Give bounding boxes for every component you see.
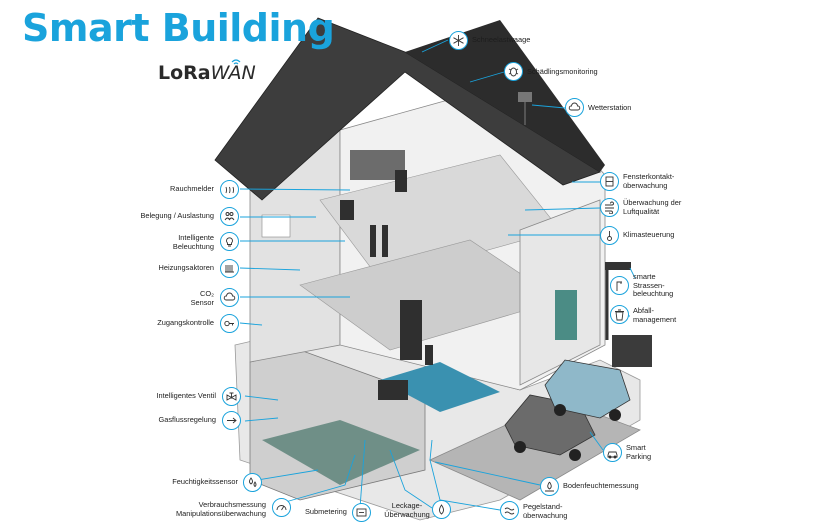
brand-text-a: LoRa [158, 62, 211, 84]
label-fensterkontakt: Fensterkontakt-überwachung [623, 172, 675, 190]
label-luftqualitaet-line1: Überwachung der [623, 198, 682, 207]
kitchen-cabinet [555, 290, 577, 340]
roof [214, 17, 601, 201]
people-icon [220, 207, 239, 226]
label-beleuchtung-line1: Intelligente [178, 233, 214, 242]
label-strassen-line2: Strassen- [633, 280, 665, 290]
label-strassen-line3: beleuchtung [633, 289, 674, 299]
roof-right [405, 20, 605, 172]
side-window [261, 214, 291, 238]
label-strassen-line1: smarte [633, 272, 656, 281]
lorawan-logo: LoRaWAN [158, 62, 256, 84]
label-zugangskontrolle: Zugangskontrolle [157, 318, 214, 327]
label-submetering: Submetering [305, 507, 347, 516]
co2-icon [220, 288, 239, 307]
label-gasflussregelung: Gasflussregelung [158, 415, 216, 424]
window-icon [600, 172, 619, 191]
air-quality-icon [600, 198, 619, 217]
label-pegelstand-line2: überwachung [523, 510, 568, 520]
parking-icon [603, 443, 622, 462]
meter-icon [352, 503, 371, 522]
gauge-icon [272, 498, 291, 517]
label-schneelastwaage: Schneelastwaage [472, 35, 531, 44]
label-leckage-line2: Überwachung [384, 509, 430, 519]
key-icon [220, 314, 239, 333]
bug-icon [504, 62, 523, 81]
waste-bins [612, 335, 652, 367]
street-light-icon [610, 276, 629, 295]
label-belegung: Belegung / Auslastung [140, 211, 214, 220]
thermometer-icon [600, 226, 619, 245]
light-bulb-icon [220, 232, 239, 251]
valve-icon [222, 387, 241, 406]
rug [380, 362, 500, 412]
label-abfallmanagement: Abfall-management [633, 306, 677, 324]
signal-waves-icon [231, 59, 241, 65]
label-abfall-line1: Abfall- [633, 306, 654, 315]
label-verbrauch-line1: Verbrauchsmessung [198, 500, 266, 509]
label-rauchmelder: Rauchmelder [170, 184, 214, 193]
brand-text-b: WAN [210, 62, 256, 84]
label-fensterkontakt-line1: Fensterkontakt- [623, 172, 675, 181]
label-klimasteuerung: Klimasteuerung [623, 230, 675, 239]
soil-moisture-icon [540, 477, 559, 496]
cloud-icon [565, 98, 584, 117]
label-pegelstand-line1: Pegelstand- [523, 502, 563, 511]
label-luftqualitaet-line2: Luftqualität [623, 206, 660, 216]
label-parking-line1: Smart [626, 443, 646, 452]
label-leckage: Leckage-Überwachung [382, 501, 432, 519]
basement-floor [262, 420, 420, 485]
label-leckage-line1: Leckage- [391, 501, 423, 510]
label-parking-line2: Parking [626, 451, 652, 461]
furniture [340, 170, 433, 400]
snowflake-icon [449, 31, 468, 50]
gas-flow-icon [222, 411, 241, 430]
water-drop-icon [432, 500, 451, 519]
label-verbrauch-line2: Manipulationsüberwachung [176, 508, 266, 518]
label-heizungsaktoren: Heizungsaktoren [158, 263, 214, 272]
label-intelligentes-ventil: Intelligentes Ventil [156, 391, 216, 400]
page-title: Smart Building [22, 6, 335, 50]
radiator-icon [220, 259, 239, 278]
label-wetterstation: Wetterstation [588, 103, 632, 112]
cars [504, 359, 631, 461]
label-feuchtigkeitssensor: Feuchtigkeitssensor [172, 477, 238, 486]
label-fensterkontakt-line2: überwachung [623, 180, 668, 190]
label-pegelstand: Pegelstand-überwachung [523, 502, 568, 520]
label-abfall-line2: management [633, 314, 677, 324]
trash-bin-icon [610, 305, 629, 324]
label-bodenfeuchtemessung: Bodenfeuchtemessung [563, 481, 639, 490]
label-beleuchtung-line2: Beleuchtung [172, 241, 214, 251]
label-co2-line2: Sensor [190, 297, 214, 307]
label-schaedlingsmonitoring: Schädlingsmonitoring [527, 67, 598, 76]
humidity-icon [243, 473, 262, 492]
label-co2-line1: CO₂ [200, 289, 214, 298]
smoke-detector-icon [220, 180, 239, 199]
water-level-icon [500, 501, 519, 520]
